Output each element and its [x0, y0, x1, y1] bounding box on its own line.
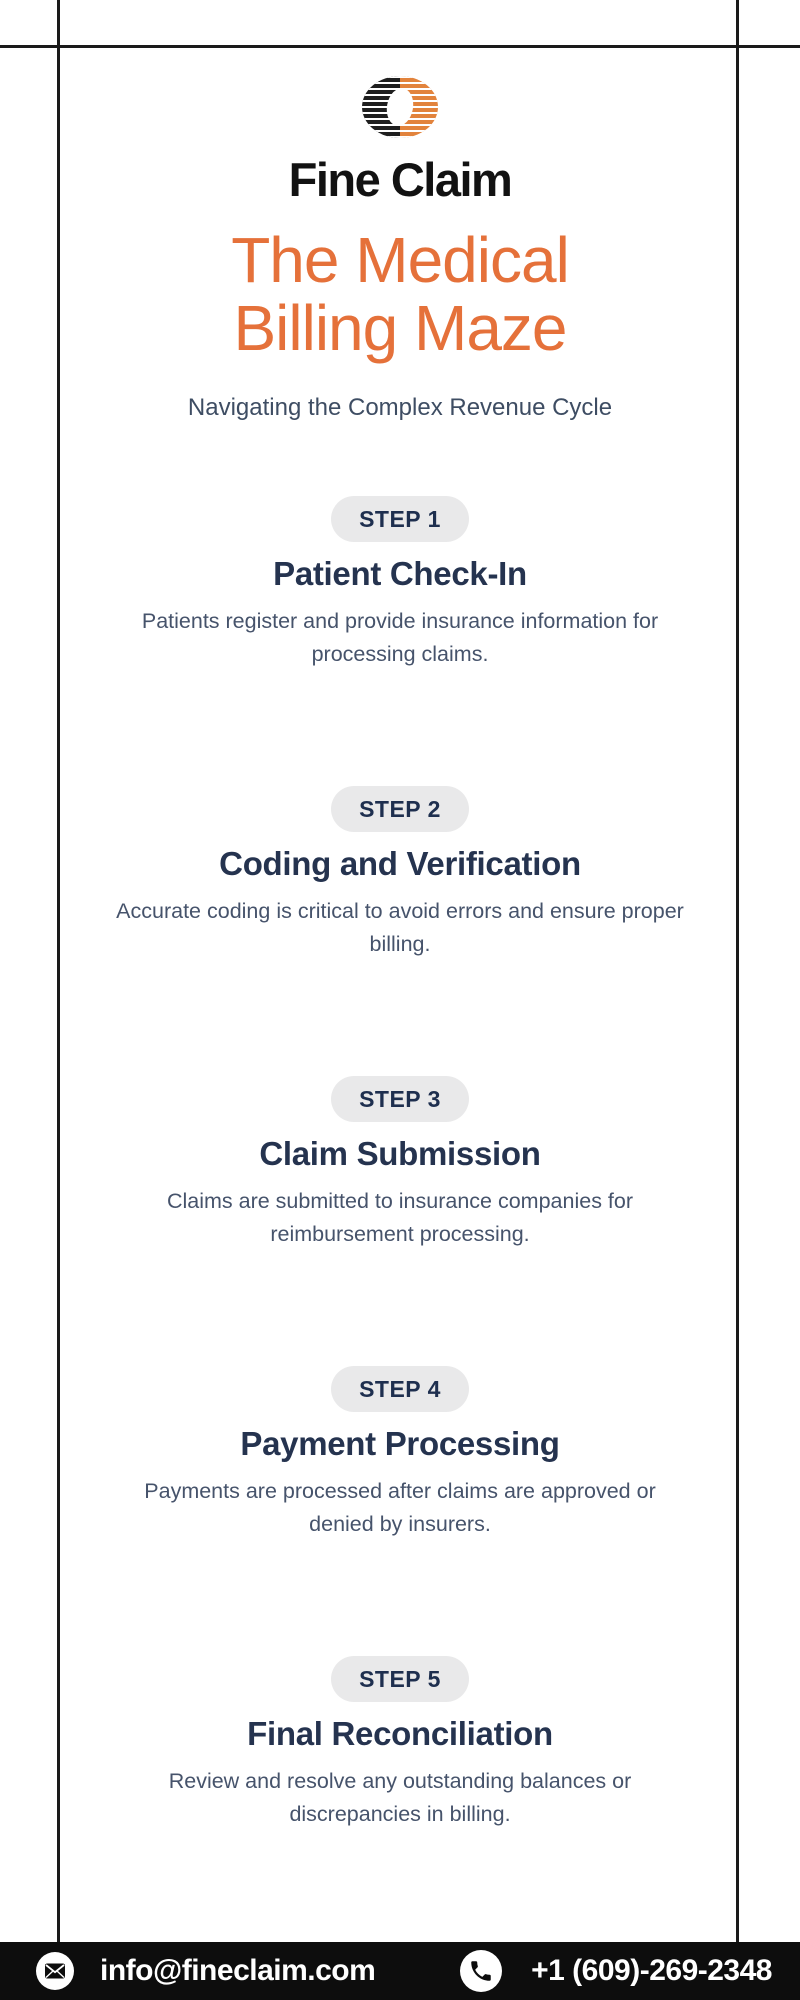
frame-vertical-line-right [736, 0, 739, 1942]
step-2-description: Accurate coding is critical to avoid err… [116, 899, 684, 956]
step-4-section: STEP 4 Payment Processing Payments are p… [60, 1366, 740, 1541]
step-1-badge: STEP 1 [331, 496, 469, 542]
step-2-section: STEP 2 Coding and Verification Accurate … [60, 786, 740, 961]
phone-text: +1 (609)-269-2348 [531, 1954, 772, 1987]
step-3-badge: STEP 3 [331, 1076, 469, 1122]
step-4-badge: STEP 4 [331, 1366, 469, 1412]
step-4-title: Payment Processing [240, 1425, 560, 1462]
phone-icon [460, 1950, 503, 1992]
step-3-description: Claims are submitted to insurance compan… [166, 1189, 634, 1246]
step-5-badge: STEP 5 [331, 1656, 469, 1702]
frame-vertical-line-left [57, 0, 60, 1942]
frame-horizontal-line [0, 45, 800, 48]
page-title-line1: The Medical [231, 224, 570, 296]
brand-name: Fine Claim [288, 153, 513, 206]
step-3-title: Claim Submission [259, 1135, 541, 1172]
step-2-badge: STEP 2 [331, 786, 469, 832]
email-text: info@fineclaim.com [100, 1954, 376, 1987]
step-1-description: Patients register and provide insurance … [141, 609, 659, 666]
contact-footer: info@fineclaim.com +1 (609)-269-2348 [0, 1942, 800, 2000]
step-5-title: Final Reconciliation [247, 1715, 553, 1752]
step-3-section: STEP 3 Claim Submission Claims are submi… [60, 1076, 740, 1251]
page-title: The Medical Billing Maze [0, 226, 800, 362]
email-contact[interactable]: info@fineclaim.com [36, 1952, 376, 1990]
step-5-section: STEP 5 Final Reconciliation Review and r… [60, 1656, 740, 1831]
phone-contact[interactable]: +1 (609)-269-2348 [460, 1950, 772, 1992]
fine-claim-logo-icon [362, 76, 438, 138]
page-subtitle: Navigating the Complex Revenue Cycle [187, 394, 613, 421]
step-2-title: Coding and Verification [219, 845, 581, 882]
step-4-description: Payments are processed after claims are … [144, 1479, 656, 1536]
step-1-section: STEP 1 Patient Check-In Patients registe… [60, 496, 740, 671]
step-1-title: Patient Check-In [273, 555, 527, 592]
page-title-line2: Billing Maze [233, 292, 567, 364]
step-5-description: Review and resolve any outstanding balan… [168, 1769, 632, 1826]
mail-icon [36, 1952, 74, 1990]
